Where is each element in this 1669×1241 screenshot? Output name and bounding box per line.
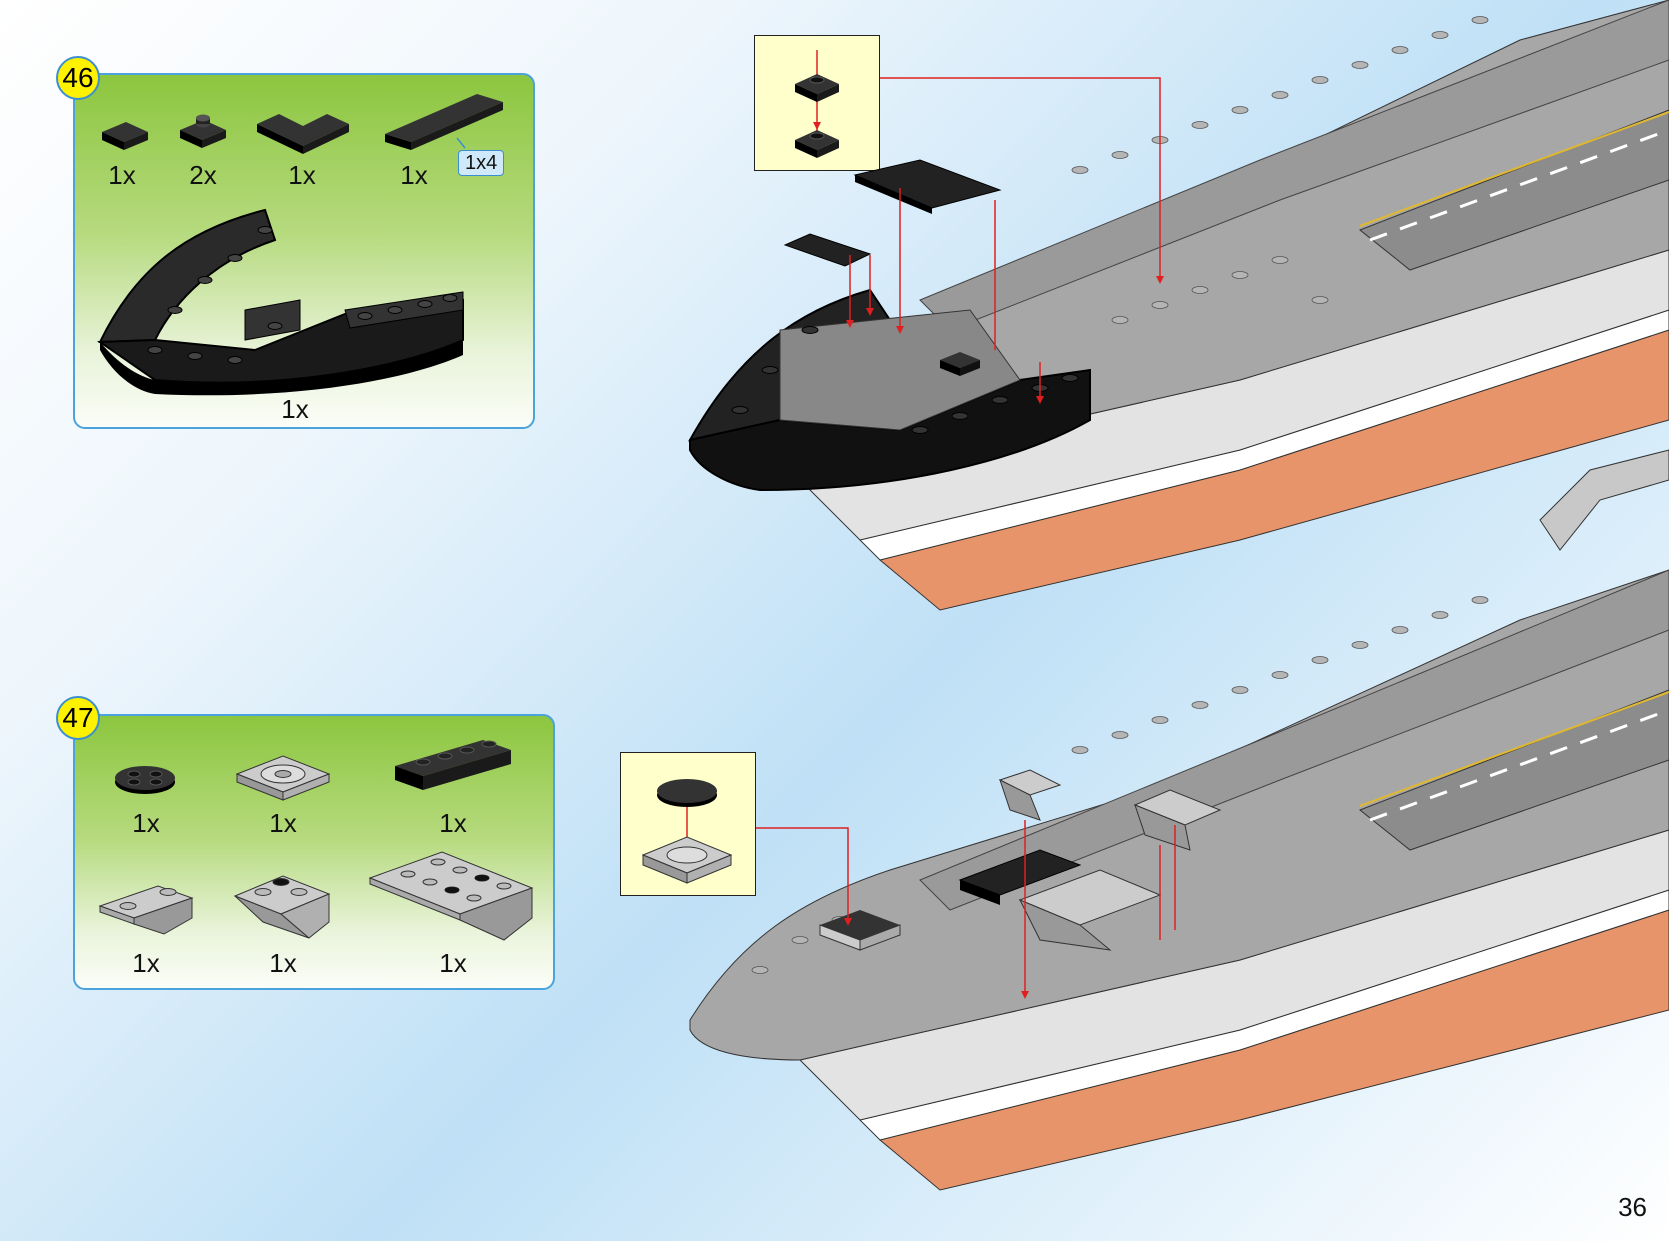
plate-round-2x2-black-icon [115, 766, 175, 794]
plate-round-2x2-black-icon [180, 114, 226, 148]
plate-corner-black-icon [257, 114, 349, 154]
slope-inverted-2x2-gray-icon [233, 875, 331, 939]
step-46-part-5-qty: 1x [281, 394, 309, 424]
step-46-callout-box [754, 35, 880, 171]
step-46-part-4-qty: 1x [400, 160, 428, 190]
step-47-part-6-qty: 1x [439, 948, 467, 978]
slope-inverted-4x2-gray-icon [368, 851, 534, 941]
ship-model-step-46 [688, 0, 1669, 611]
slope-inverted-1x2-gray-icon [98, 885, 194, 935]
step-47-part-5-qty: 1x [269, 948, 297, 978]
step-46-part-2-qty: 2x [189, 160, 217, 190]
step-47-badge: 47 [56, 696, 100, 740]
bow-piece-black-icon [96, 208, 464, 396]
ship-model-step-47 [689, 449, 1669, 1191]
step-47-callout-box [620, 752, 756, 896]
plate-1x4-black-icon [385, 94, 503, 150]
plate-1x4-black-icon [395, 740, 511, 790]
step-46-part-1-qty: 1x [108, 160, 136, 190]
step-46-badge: 46 [56, 56, 100, 100]
step-47-part-3-qty: 1x [439, 808, 467, 838]
turntable-2x2-gray-icon [235, 755, 331, 801]
step-46-part-3-qty: 1x [288, 160, 316, 190]
plate-1x2-black-icon [102, 122, 148, 150]
step-47-part-4-qty: 1x [132, 948, 160, 978]
step-47-part-2-qty: 1x [269, 808, 297, 838]
step-47-part-1-qty: 1x [132, 808, 160, 838]
page-number: 36 [1618, 1192, 1647, 1222]
part-size-tag: 1x4 [458, 150, 505, 176]
